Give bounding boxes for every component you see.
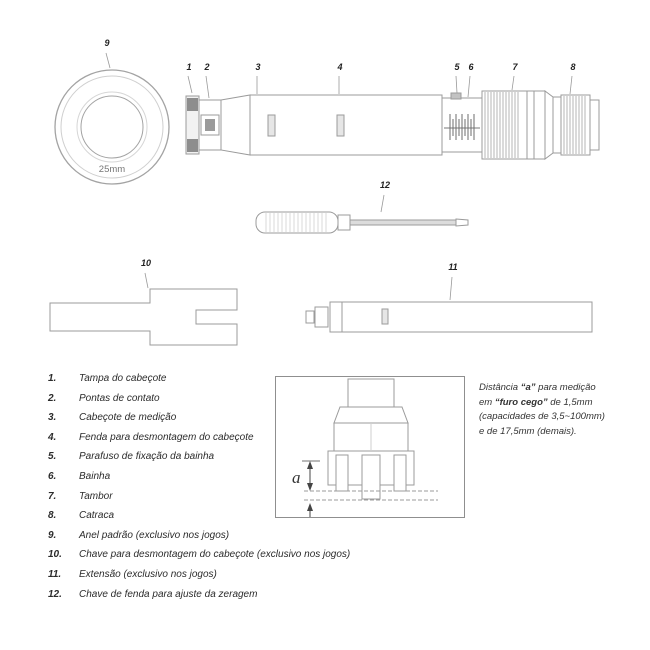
- legend-item-text: Chave de fenda para ajuste da zeragem: [79, 588, 258, 600]
- legend-item-number: 9.: [48, 529, 57, 541]
- legend-item-text: Anel padrão (exclusivo nos jogos): [79, 529, 230, 541]
- extension-drawing: [305, 301, 593, 333]
- dimension-a-label: a: [292, 468, 301, 487]
- legend-item: 9. Anel padrão (exclusivo nos jogos): [48, 526, 478, 546]
- legend-item: 7. Tambor: [48, 487, 478, 507]
- legend-item-number: 3.: [48, 412, 57, 424]
- callout-2: 2: [204, 62, 210, 72]
- note-line: e de 17,5mm (demais).: [479, 425, 643, 440]
- callout-3: 3: [255, 62, 261, 72]
- ring-gauge-drawing: [54, 69, 170, 185]
- ring-size-label: 25mm: [99, 164, 125, 175]
- callout-5: 5: [454, 62, 460, 72]
- note-text-segment: para medição: [535, 382, 596, 393]
- legend-list: 1.Tampa do cabeçote 2.Pontas de contato …: [48, 369, 478, 604]
- wrench-drawing: [49, 288, 238, 346]
- legend-item: 3. Cabeçote de medição: [48, 408, 478, 428]
- detail-box: a: [275, 376, 465, 518]
- legend-item-text: Catraca: [79, 510, 115, 522]
- note-line: (capacidades de 3,5~100mm): [479, 410, 643, 425]
- legend-item-number: 10.: [48, 549, 62, 561]
- legend-item: 6. Bainha: [48, 467, 478, 487]
- equipment-diagram: 25mm: [49, 52, 600, 346]
- note-line: Distância “a” para medição: [479, 381, 643, 396]
- legend-item-number: 5.: [48, 451, 57, 463]
- legend-item-number: 12.: [48, 588, 62, 600]
- note-text-segment: de 1,5mm: [547, 396, 593, 408]
- note-text-segment: “furo cego”: [494, 396, 548, 408]
- note-text-segment: Distância: [479, 382, 521, 393]
- callout-leader-lines: [105, 52, 573, 301]
- legend-item-number: 4.: [48, 431, 57, 443]
- legend-item: 2. Pontas de contato: [48, 389, 478, 409]
- dimension-a-arrows: [302, 460, 320, 517]
- callout-7: 7: [512, 62, 518, 72]
- callout-4: 4: [337, 62, 343, 72]
- callout-10: 10: [140, 258, 151, 268]
- note-text-segment: em: [479, 396, 495, 408]
- screwdriver-drawing: [255, 211, 469, 234]
- legend-item-text: Extensão (exclusivo nos jogos): [79, 568, 217, 580]
- legend-item-number: 11.: [48, 568, 62, 580]
- legend-item-text: Fenda para desmontagem do cabeçote: [79, 431, 254, 443]
- blind-hole-detail-drawing: a: [292, 378, 438, 517]
- legend-item-text: Bainha: [79, 470, 111, 482]
- legend-item: 11. Extensão (exclusivo nos jogos): [48, 565, 478, 585]
- legend-item-text: Chave para desmontagem do cabeçote (excl…: [79, 549, 351, 561]
- legend-item-number: 8.: [48, 510, 57, 522]
- legend-item-text: Tampa do cabeçote: [79, 373, 167, 384]
- callout-9: 9: [104, 38, 110, 48]
- legend-item-number: 2.: [48, 392, 57, 404]
- micrometer-drawing: [185, 90, 600, 160]
- callout-8: 8: [570, 62, 576, 72]
- callout-6: 6: [468, 62, 474, 72]
- legend-item: 12. Chave de fenda para ajuste da zeragem: [48, 585, 478, 605]
- legend-item: 10. Chave para desmontagem do cabeçote (e…: [48, 545, 478, 565]
- note-text-segment: (capacidades de 3,5~100mm): [479, 411, 605, 423]
- legend-item-text: Cabeçote de medição: [79, 412, 177, 424]
- callout-1: 1: [186, 62, 192, 72]
- legend-item: 4. Fenda para desmontagem do cabeçote: [48, 428, 478, 448]
- legend-item-text: Parafuso de fixação da bainha: [79, 451, 215, 463]
- legend-item-number: 7.: [48, 490, 57, 502]
- legend-item-text: Pontas de contato: [79, 392, 160, 404]
- legend-item-number: 6.: [48, 470, 57, 482]
- legend-item: 1. Tampa do cabeçote: [48, 369, 478, 389]
- callout-11: 11: [448, 262, 458, 272]
- legend-item-text: Tambor: [79, 490, 113, 502]
- note-line: em “furo cego” de 1,5mm: [479, 396, 643, 411]
- callout-12: 12: [379, 180, 390, 190]
- measurement-note: Distância “a” para medição em “furo cego…: [479, 381, 643, 440]
- note-text-segment: “a”: [520, 382, 536, 393]
- note-text-segment: e de 17,5mm (demais).: [479, 426, 577, 438]
- legend-item: 5. Parafuso de fixação da bainha: [48, 447, 478, 467]
- legend-item: 8. Catraca: [48, 506, 478, 526]
- legend-item-number: 1.: [48, 373, 57, 384]
